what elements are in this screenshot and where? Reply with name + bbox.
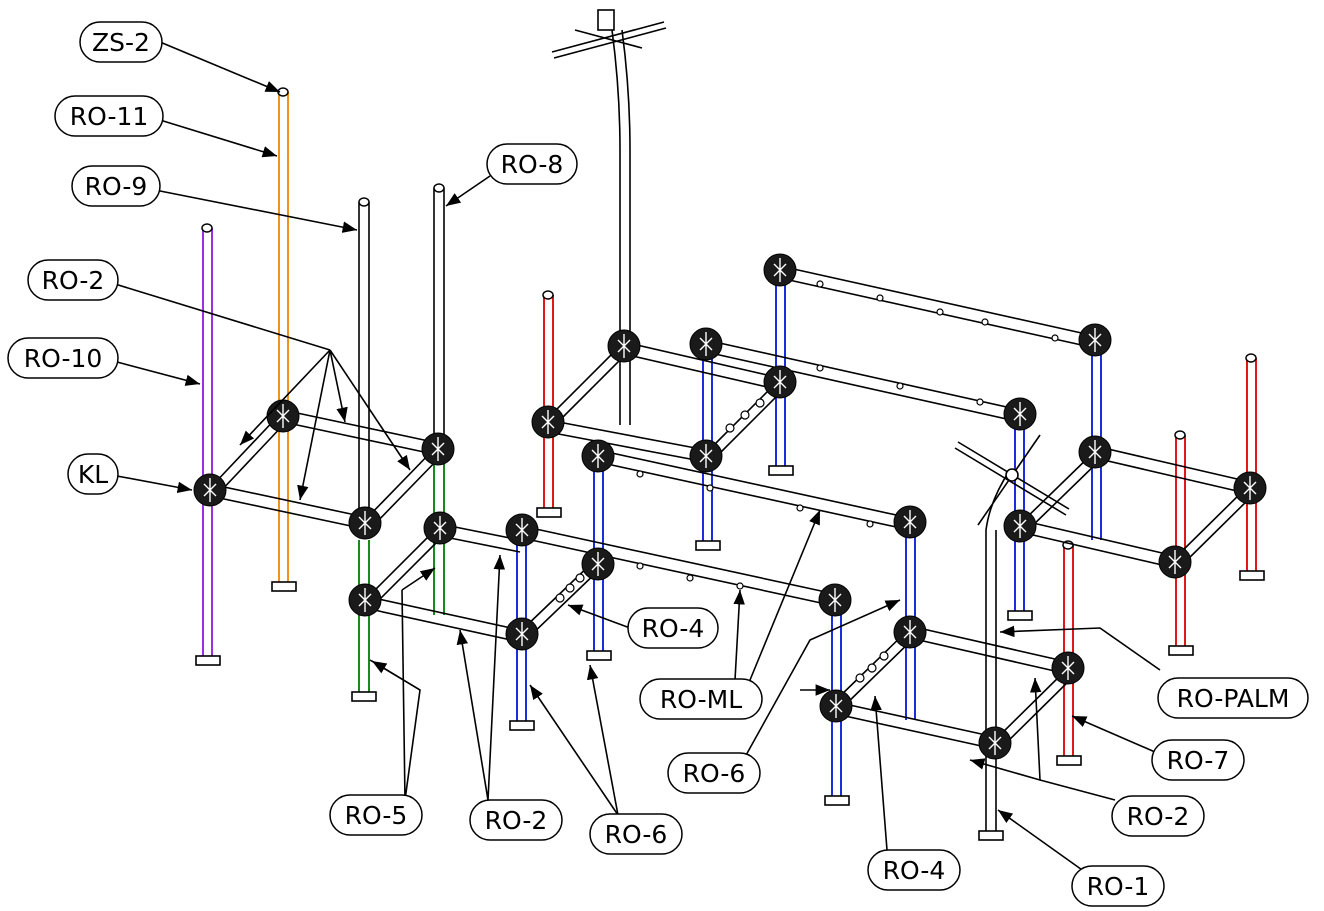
base-plate: [351, 691, 377, 702]
callout-ro-2-bottom: RO-2: [469, 799, 563, 841]
callout-text: RO-8: [501, 150, 564, 179]
callout-text: RO-5: [345, 801, 408, 830]
post-purple: [202, 228, 213, 660]
callout-text: RO-10: [24, 344, 103, 373]
callout-text: RO-7: [1167, 746, 1230, 775]
callout-ro-palm: RO-PALM: [1157, 677, 1309, 719]
post-white-ro9: [358, 202, 370, 520]
callout-ro-9: RO-9: [71, 165, 161, 207]
callout-kl: KL: [67, 453, 119, 495]
callout-ro-ml: RO-ML: [639, 678, 763, 720]
callout-ro-6-bottom: RO-6: [589, 813, 683, 855]
callout-text: RO-4: [883, 856, 946, 885]
callout-text: RO-9: [85, 172, 148, 201]
base-plate: [271, 581, 297, 592]
base-plates-blue: [509, 465, 1033, 806]
post-red-1: [543, 295, 554, 512]
callout-text: ZS-2: [92, 28, 150, 57]
callout-text: RO-2: [42, 266, 105, 295]
callout-text: RO-11: [70, 102, 149, 131]
frame-structure: [193, 9, 1267, 841]
callout-ro-4-bottom: RO-4: [867, 849, 961, 891]
callout-text: RO-2: [1127, 802, 1190, 831]
callout-text: RO-2: [485, 806, 548, 835]
callout-text: RO-4: [642, 614, 705, 643]
base-plate: [195, 655, 221, 666]
base-plate: [536, 507, 562, 518]
post-caps: [201, 87, 1257, 550]
post-green-left: [358, 540, 370, 695]
post-orange: [278, 92, 289, 585]
callout-text: RO-ML: [660, 685, 742, 714]
palm-top-left: [551, 9, 667, 59]
callout-ro-6-mid: RO-6: [667, 752, 761, 794]
callout-ro-2-right: RO-2: [1111, 795, 1205, 837]
callout-ro-1: RO-1: [1071, 865, 1165, 907]
post-white-ro8: [433, 188, 445, 445]
callout-ro-10: RO-10: [7, 337, 119, 379]
callout-text: RO-PALM: [1177, 684, 1290, 713]
callout-ro-7: RO-7: [1151, 739, 1245, 781]
base-plates-red: [1056, 570, 1265, 766]
callout-zs-2: ZS-2: [79, 21, 163, 63]
callout-text: RO-6: [605, 820, 668, 849]
callout-ro-5: RO-5: [329, 794, 423, 836]
callout-text: RO-6: [683, 759, 746, 788]
callout-ro-11: RO-11: [54, 95, 164, 137]
leader-lines: [114, 41, 1161, 873]
horizontal-rails: [209, 265, 1255, 750]
rail-bolts: [555, 280, 1059, 683]
base-plate: [978, 830, 1004, 841]
callout-text: RO-1: [1087, 872, 1150, 901]
callout-ro-2-left: RO-2: [27, 259, 119, 301]
palm-top-right: [954, 434, 1070, 526]
callout-ro-8: RO-8: [486, 143, 578, 185]
callout-text: KL: [78, 460, 108, 489]
node-highlights: [203, 258, 1257, 755]
callout-ro-4-mid: RO-4: [627, 607, 719, 649]
